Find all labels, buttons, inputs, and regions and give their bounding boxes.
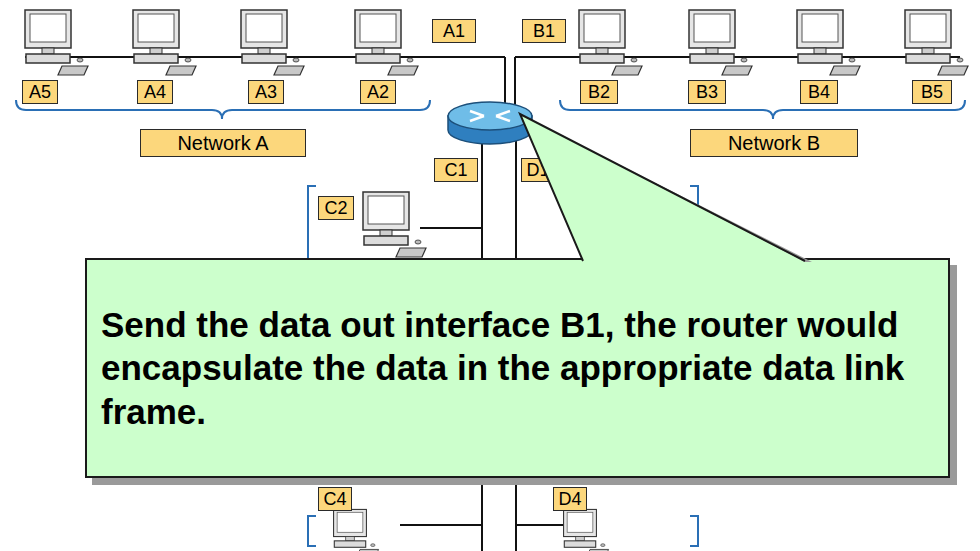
network-label: Network A xyxy=(140,129,306,157)
label-text: D4 xyxy=(558,489,581,510)
label-text: A2 xyxy=(367,82,389,103)
label-text: A4 xyxy=(144,82,166,103)
interface-label: A5 xyxy=(22,80,58,104)
interface-label: D1 xyxy=(521,158,555,182)
callout-text: Send the data out interface B1, the rout… xyxy=(101,303,934,433)
label-text: Network A xyxy=(177,132,268,155)
label-text: A5 xyxy=(29,82,51,103)
label-text: C4 xyxy=(323,489,346,510)
interface-label: B3 xyxy=(688,80,726,104)
wires xyxy=(25,57,960,551)
interface-label: A3 xyxy=(248,80,284,104)
interface-label: A4 xyxy=(137,80,173,104)
interface-label: A1 xyxy=(432,19,476,43)
label-text: C1 xyxy=(444,160,467,181)
router-symbol xyxy=(448,102,532,144)
callout-box: Send the data out interface B1, the rout… xyxy=(85,258,950,478)
network-brackets xyxy=(16,100,965,546)
interface-label: B2 xyxy=(580,80,618,104)
interface-label: D4 xyxy=(553,487,587,511)
interface-label: B4 xyxy=(800,80,838,104)
label-text: A3 xyxy=(255,82,277,103)
interface-label: B1 xyxy=(522,19,566,43)
computers xyxy=(25,10,968,551)
label-text: A1 xyxy=(443,21,465,42)
label-text: B2 xyxy=(588,82,610,103)
label-text: Network B xyxy=(728,132,820,155)
interface-label: C2 xyxy=(318,196,354,220)
interface-label: A2 xyxy=(360,80,396,104)
label-text: C2 xyxy=(324,198,347,219)
label-text: D1 xyxy=(526,160,549,181)
interface-label: B5 xyxy=(912,80,952,104)
label-text: B3 xyxy=(696,82,718,103)
interface-label: C4 xyxy=(318,487,352,511)
label-text: B4 xyxy=(808,82,830,103)
network-label: Network B xyxy=(690,129,858,157)
interface-label: C1 xyxy=(434,158,478,182)
label-text: B1 xyxy=(533,21,555,42)
label-text: B5 xyxy=(921,82,943,103)
